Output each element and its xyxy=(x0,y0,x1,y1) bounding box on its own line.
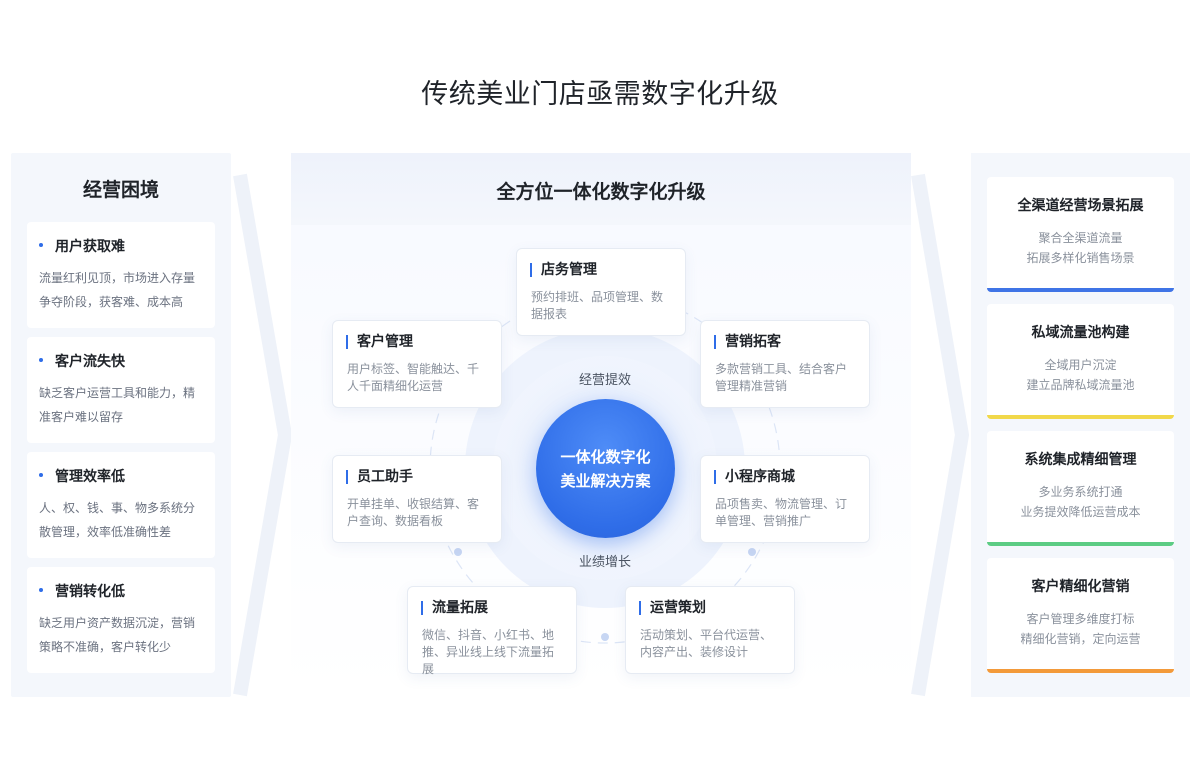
pain-card-desc: 缺乏客户运营工具和能力，精准客户难以留存 xyxy=(39,386,196,424)
center-title: 全方位一体化数字化升级 xyxy=(496,181,706,203)
benefit-line: 客户管理多维度打标 xyxy=(1026,612,1135,626)
pain-card-desc: 流量红利见顶，市场进入存量争夺阶段，获客难、成本高 xyxy=(39,271,196,309)
core-solution-circle: 一体化数字化 美业解决方案 xyxy=(536,399,675,538)
module-title: 小程序商城 xyxy=(714,470,795,484)
bullet-dot-icon xyxy=(39,588,43,592)
benefit-accent-bar xyxy=(987,669,1174,673)
center-header: 全方位一体化数字化升级 xyxy=(291,153,911,225)
benefit-title: 客户精细化营销 xyxy=(1031,579,1130,595)
module-desc: 用户标签、智能触达、千人千面精细化运营 xyxy=(347,362,480,393)
benefit-line: 聚合全渠道流量 xyxy=(1038,231,1123,245)
benefit-title: 全渠道经营场景拓展 xyxy=(1017,198,1144,214)
pain-card-title: 用户获取难 xyxy=(55,239,125,255)
module-title: 店务管理 xyxy=(530,263,597,277)
module-card-store: 店务管理 预约排班、品项管理、数据报表 xyxy=(516,248,686,336)
core-line-1: 一体化数字化 xyxy=(560,447,651,466)
benefit-card-precision-marketing: 客户精细化营销 客户管理多维度打标 精细化营销，定向运营 xyxy=(987,558,1174,673)
pain-points-panel: 经营困境 用户获取难 流量红利见顶，市场进入存量争夺阶段，获客难、成本高 客户流… xyxy=(11,153,231,697)
bullet-dot-icon xyxy=(39,243,43,247)
module-desc: 预约排班、品项管理、数据报表 xyxy=(531,290,664,321)
pain-card-title: 客户流失快 xyxy=(55,354,125,370)
module-card-customer: 客户管理 用户标签、智能触达、千人千面精细化运营 xyxy=(332,320,502,408)
pain-card-desc: 缺乏用户资产数据沉淀，营销策略不准确，客户转化少 xyxy=(39,616,196,654)
benefit-card-system-integration: 系统集成精细管理 多业务系统打通 业务提效降低运营成本 xyxy=(987,431,1174,546)
page-title: 传统美业门店亟需数字化升级 xyxy=(421,79,779,110)
benefits-panel: 全渠道经营场景拓展 聚合全渠道流量 拓展多样化销售场景 私域流量池构建 全域用户… xyxy=(971,153,1190,697)
benefit-line: 多业务系统打通 xyxy=(1038,485,1123,499)
benefit-line: 精细化营销，定向运营 xyxy=(1020,632,1141,646)
benefit-line: 建立品牌私域流量池 xyxy=(1026,378,1135,392)
module-card-staff: 员工助手 开单挂单、收银结算、客户查询、数据看板 xyxy=(332,455,502,543)
module-title: 流量拓展 xyxy=(421,601,488,615)
module-title: 客户管理 xyxy=(346,335,413,349)
benefit-accent-bar xyxy=(987,542,1174,546)
benefit-accent-bar xyxy=(987,415,1174,419)
pain-card-conversion: 营销转化低 缺乏用户资产数据沉淀，营销策略不准确，客户转化少 xyxy=(27,567,215,673)
module-title: 员工助手 xyxy=(346,470,413,484)
bullet-dot-icon xyxy=(39,358,43,362)
pain-card-acquisition: 用户获取难 流量红利见顶，市场进入存量争夺阶段，获客难、成本高 xyxy=(27,222,215,328)
module-desc: 微信、抖音、小红书、地推、异业线上线下流量拓展 xyxy=(422,628,555,676)
pain-points-title: 经营困境 xyxy=(82,179,159,201)
orbit-label-efficiency: 经营提效 xyxy=(578,373,631,388)
benefit-title: 系统集成精细管理 xyxy=(1024,452,1137,468)
pain-card-churn: 客户流失快 缺乏客户运营工具和能力，精准客户难以留存 xyxy=(27,337,215,443)
module-card-marketing: 营销拓客 多款营销工具、结合客户管理精准营销 xyxy=(700,320,870,408)
module-desc: 多款营销工具、结合客户管理精准营销 xyxy=(715,362,848,393)
benefit-line: 拓展多样化销售场景 xyxy=(1026,251,1135,265)
benefit-title: 私域流量池构建 xyxy=(1031,325,1130,341)
orbit-label-growth: 业绩增长 xyxy=(578,555,631,570)
benefit-accent-bar xyxy=(987,288,1174,292)
benefit-line: 全域用户沉淀 xyxy=(1044,358,1117,372)
left-chevron-icon xyxy=(233,173,293,697)
module-desc: 品项售卖、物流管理、订单管理、营销推广 xyxy=(715,497,848,528)
benefit-card-private-traffic: 私域流量池构建 全域用户沉淀 建立品牌私域流量池 xyxy=(987,304,1174,419)
module-title: 运营策划 xyxy=(639,601,706,615)
right-chevron-icon xyxy=(911,173,970,697)
pain-card-efficiency: 管理效率低 人、权、钱、事、物多系统分散管理，效率低准确性差 xyxy=(27,452,215,558)
module-desc: 活动策划、平台代运营、内容产出、装修设计 xyxy=(640,628,773,659)
benefit-card-omnichannel: 全渠道经营场景拓展 聚合全渠道流量 拓展多样化销售场景 xyxy=(987,177,1174,292)
module-card-traffic: 流量拓展 微信、抖音、小红书、地推、异业线上线下流量拓展 xyxy=(407,586,577,676)
pain-card-desc: 人、权、钱、事、物多系统分散管理，效率低准确性差 xyxy=(39,501,196,539)
benefit-line: 业务提效降低运营成本 xyxy=(1020,505,1141,519)
module-title: 营销拓客 xyxy=(714,335,781,349)
bullet-dot-icon xyxy=(39,473,43,477)
module-card-mall: 小程序商城 品项售卖、物流管理、订单管理、营销推广 xyxy=(700,455,870,543)
module-card-ops: 运营策划 活动策划、平台代运营、内容产出、装修设计 xyxy=(625,586,795,674)
core-line-2: 美业解决方案 xyxy=(560,471,651,490)
module-desc: 开单挂单、收银结算、客户查询、数据看板 xyxy=(347,497,480,528)
pain-card-title: 管理效率低 xyxy=(55,469,125,485)
pain-card-title: 营销转化低 xyxy=(55,584,125,600)
